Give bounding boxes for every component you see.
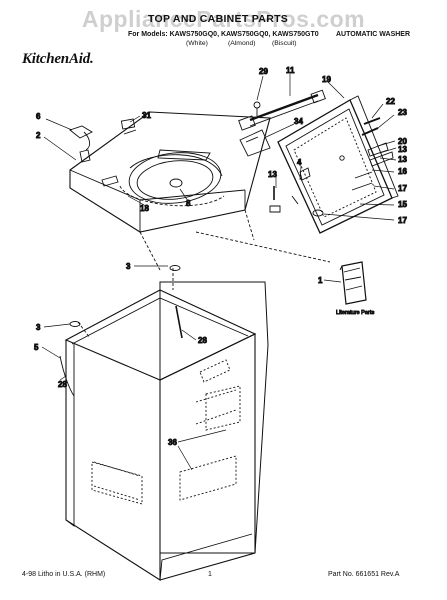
- product-type: AUTOMATIC WASHER: [336, 31, 411, 38]
- callout-5: 5: [34, 343, 39, 352]
- leader-lines: [41, 74, 397, 471]
- callout-31: 31: [142, 111, 151, 120]
- alignment-lines: [77, 209, 331, 339]
- model-list: For Models: KAWS750GQ0, KAWS750GQ0, KAWS…: [128, 31, 319, 38]
- callout-4: 4: [297, 158, 302, 167]
- brand-logo: KitchenAid.: [22, 51, 94, 67]
- color-biscuit-label: (Biscuit): [272, 40, 297, 47]
- color-white-label: (White): [186, 40, 208, 47]
- top-left-hardware: [69, 118, 183, 188]
- callout-3-upper: 3: [126, 262, 131, 271]
- callout-15: 15: [398, 200, 407, 209]
- literature-parts-label: Literature Parts: [336, 310, 374, 316]
- lid-hardware: [269, 117, 394, 217]
- footer-part-number: Part No. 661651 Rev.A: [328, 571, 400, 578]
- page-title: TOP AND CABINET PARTS: [148, 13, 289, 25]
- literature-booklet: [339, 261, 367, 305]
- callout-13-upper: 13: [398, 145, 407, 154]
- callout-20: 20: [398, 137, 407, 146]
- washer-top-assembly: [69, 111, 271, 233]
- cabinet-assembly: [59, 265, 269, 582]
- callout-36: 36: [168, 438, 177, 447]
- hinge-rod-assembly: [238, 89, 326, 157]
- callout-23: 23: [398, 108, 407, 117]
- callout-8: 8: [186, 199, 191, 208]
- callout-17-upper: 17: [398, 184, 407, 193]
- footer-page-number: 1: [208, 571, 212, 578]
- callout-16: 16: [398, 167, 407, 176]
- callout-18: 18: [140, 204, 149, 213]
- callout-28-lower: 28: [58, 380, 67, 389]
- callout-2: 2: [36, 131, 41, 140]
- callout-1: 1: [318, 276, 323, 285]
- callout-29: 29: [259, 67, 268, 76]
- color-almond-label: (Almond): [228, 40, 256, 47]
- callout-22: 22: [386, 97, 395, 106]
- callout-13-mid: 13: [398, 155, 407, 164]
- callout-11: 11: [286, 66, 295, 75]
- callout-13-left: 13: [268, 170, 277, 179]
- callout-6: 6: [36, 112, 41, 121]
- callout-19: 19: [322, 75, 331, 84]
- callout-28-upper: 28: [198, 336, 207, 345]
- callout-34: 34: [294, 117, 303, 126]
- footer-litho: 4-98 Litho in U.S.A. (RHM): [22, 571, 106, 578]
- callout-17-lower: 17: [398, 216, 407, 225]
- callout-3-lower: 3: [36, 323, 41, 332]
